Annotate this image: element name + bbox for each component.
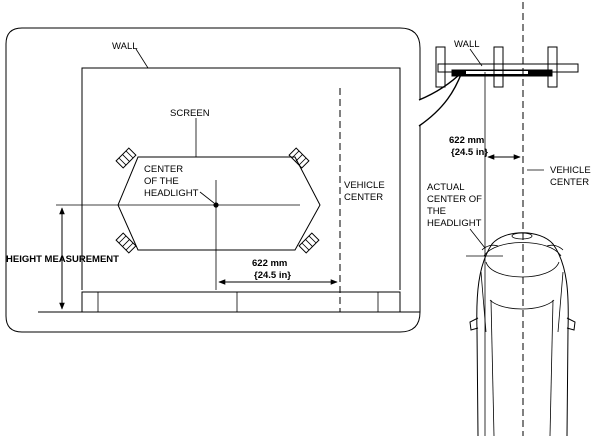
wall-outline (81, 67, 401, 290)
screen-bracket (288, 147, 310, 169)
top-wall-leader (469, 48, 483, 67)
callout-pointer (418, 71, 463, 127)
top-post (435, 46, 446, 88)
vehicle-center-label-1: VEHICLE (344, 180, 385, 191)
top-distance-in-label: {24.5 in} (451, 147, 488, 158)
center-headlight-label-2: OF THE (144, 176, 179, 187)
actual-center-label-1: ACTUAL (427, 182, 464, 193)
center-headlight-label-3: HEADLIGHT (144, 188, 199, 199)
car-top-view (469, 232, 576, 437)
screen-bracket (115, 147, 137, 169)
screen-bracket (298, 232, 320, 254)
top-wall-label: WALL (454, 39, 480, 50)
actual-center-label-3: THE (427, 206, 446, 217)
top-post (493, 46, 504, 88)
wall-leader (135, 48, 149, 69)
height-measurement-label: HEIGHT MEASUREMENT (6, 254, 119, 265)
top-vehicle-center-label-2: CENTER (550, 177, 589, 188)
actual-center-label-2: CENTER OF (427, 194, 482, 205)
headlight-center-dot (213, 202, 219, 208)
wall-base (81, 291, 401, 312)
center-headlight-label-1: CENTER (144, 164, 183, 175)
screen-bracket (115, 232, 137, 254)
screen-label: SCREEN (170, 108, 210, 119)
top-vehicle-center-label-1: VEHICLE (550, 165, 591, 176)
actual-center-leader (469, 228, 486, 249)
distance-mm-label: 622 mm (252, 258, 287, 269)
distance-in-label: {24.5 in} (254, 270, 291, 281)
callout-frame (5, 27, 421, 333)
wall-label: WALL (112, 41, 138, 52)
actual-center-label-4: HEADLIGHT (427, 218, 482, 229)
top-screen-bar-inner (466, 71, 528, 74)
top-post (547, 46, 558, 88)
top-distance-mm-label: 622 mm (449, 135, 484, 146)
vehicle-center-label-2: CENTER (344, 192, 383, 203)
headlight-leader (199, 191, 215, 204)
